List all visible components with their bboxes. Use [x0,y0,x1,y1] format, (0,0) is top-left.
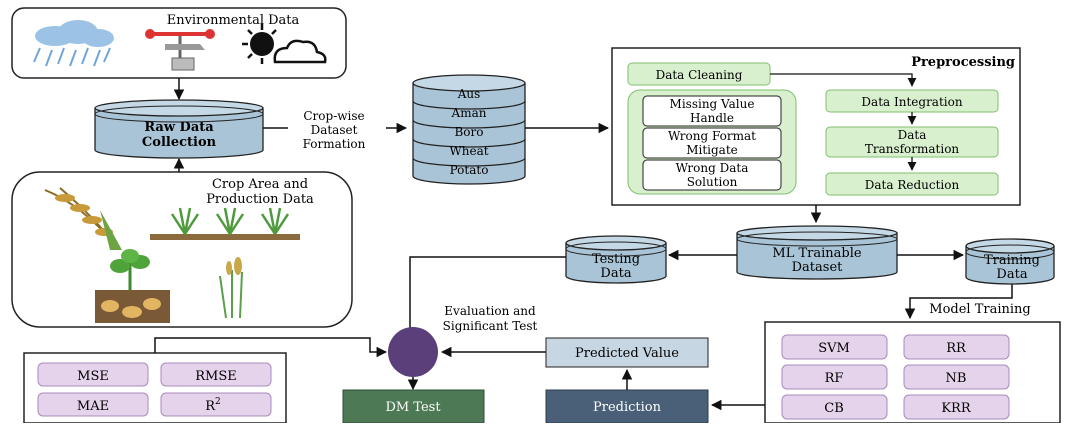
model-krr: KRR [941,401,972,416]
metric-mse: MSE [77,369,109,384]
raw-data-label-1: Raw Data [144,120,214,135]
environmental-data-title: Environmental Data [167,13,300,28]
preprocessing-title: Preprocessing [911,55,1015,70]
anemometer-icon [145,29,215,71]
svg-text:Dataset: Dataset [792,260,844,275]
data-cleaning-label: Data Cleaning [656,68,743,82]
crop-area-title-2: Production Data [206,192,314,207]
svg-text:Training: Training [984,253,1040,268]
svg-text:Data: Data [996,267,1027,282]
data-reduction-label: Data Reduction [865,178,960,192]
data-integration-label: Data Integration [861,95,962,109]
sun-cloud-icon [242,24,327,64]
model-nb: NB [946,371,967,386]
model-cb: CB [824,401,844,416]
crop-label-potato: Potato [450,163,489,177]
evaluation-label-2: Significant Test [443,319,538,333]
model-svm: SVM [818,341,850,356]
predicted-value-box: Predicted Value [545,337,709,368]
metric-rmse: RMSE [195,369,237,384]
rain-cloud-icon [33,20,114,67]
crop-label-boro: Boro [454,125,483,139]
crop-label-wheat: Wheat [449,144,488,158]
wrong-data-label-1: Wrong Data [676,161,749,175]
data-reduction-box [825,172,999,196]
prediction-box: Prediction [545,389,709,424]
preprocessing-panel: Preprocessing Data Cleaning Missing Valu… [611,47,1021,206]
dm-test-box: DM Test [342,389,485,424]
svg-text:Data: Data [600,266,631,281]
svg-text:Crop-wise: Crop-wise [303,109,364,123]
metric-r2: R2 [205,397,221,414]
environmental-data-panel: Environmental Data [11,7,347,79]
svg-text:Prediction: Prediction [593,400,662,415]
evaluation-label-1: Evaluation and [444,304,536,318]
potato-plant-icon [95,249,170,323]
model-training-label: Model Training [929,302,1030,317]
model-rr: RR [946,341,967,356]
crop-area-title-1: Crop Area and [212,177,308,192]
wrong-format-label-2: Mitigate [686,143,738,157]
data-transformation-label-1: Data [898,128,927,142]
crop-area-production-panel: Crop Area and Production Data [11,171,353,328]
seedlings-icon [150,207,300,240]
raw-data-collection-cylinder: Raw Data Collection [94,99,264,159]
wrong-format-label-1: Wrong Format [668,129,756,143]
testing-data-cylinder: Testing Data [565,235,667,284]
missing-value-label-1: Missing Value [670,97,755,111]
ml-trainable-dataset-cylinder: ML Trainable Dataset [736,225,898,280]
svg-text:Formation: Formation [303,137,366,151]
metrics-panel: MSE RMSE MAE R2 [23,352,287,424]
svg-text:Dataset: Dataset [311,123,358,137]
crop-label-aman: Aman [451,106,487,120]
raw-data-label-2: Collection [142,135,217,150]
metric-mae: MAE [77,399,109,414]
evaluation-node [388,327,438,377]
rice-stalk-icon [44,187,122,250]
svg-text:Predicted Value: Predicted Value [575,346,679,361]
training-data-cylinder: Training Data [965,238,1055,285]
svg-text:ML Trainable: ML Trainable [772,246,861,261]
missing-value-label-2: Handle [690,111,734,125]
models-panel: SVM RR RF NB CB KRR [764,321,1061,424]
crop-wise-formation-label: Crop-wise Dataset Formation [288,109,386,151]
crop-dataset-stack: Aus Aman Boro Wheat Potato [412,74,526,185]
data-transformation-label-2: Transformation [865,142,960,156]
crop-label-aus: Aus [457,87,481,101]
svg-text:DM Test: DM Test [385,400,441,415]
model-rf: RF [825,371,844,386]
wrong-data-label-2: Solution [687,175,738,189]
svg-text:Testing: Testing [592,252,640,267]
wheat-plant-icon [219,257,243,319]
